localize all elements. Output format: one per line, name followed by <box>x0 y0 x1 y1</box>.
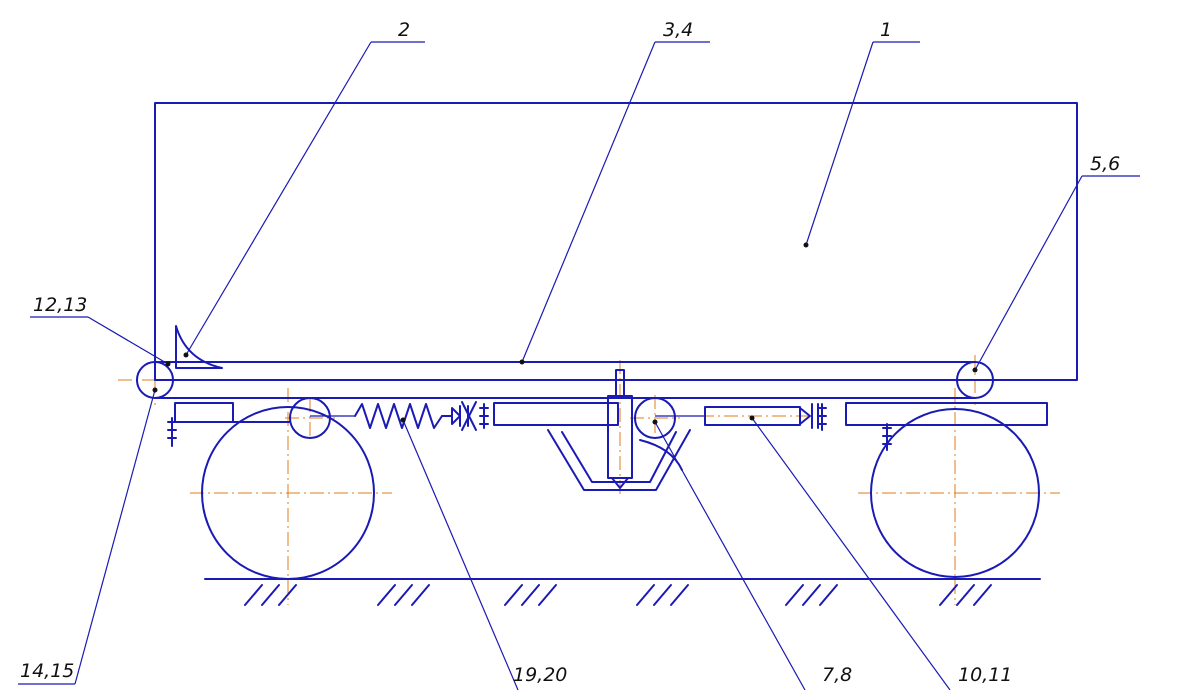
label-2: 2 <box>398 19 410 41</box>
lower-beams <box>174 402 1048 426</box>
leader-lines <box>18 41 1140 690</box>
spring <box>310 401 477 431</box>
roller-middle <box>634 397 676 439</box>
frame-rail <box>154 361 976 399</box>
label-12-13: 12,13 <box>33 294 87 316</box>
label-19-20: 19,20 <box>513 664 567 686</box>
hinge-left <box>136 361 174 399</box>
label-14-15: 14,15 <box>20 660 74 682</box>
label-1: 1 <box>880 19 892 41</box>
label-7-8: 7,8 <box>822 664 852 686</box>
hinge-right <box>956 361 994 399</box>
wheel-rear <box>870 408 1040 578</box>
cargo-body <box>154 102 1078 381</box>
center-lines <box>118 355 1060 605</box>
labels: 2 3,4 1 5,6 12,13 14,15 19,20 7,8 10,11 <box>20 19 1120 686</box>
label-10-11: 10,11 <box>958 664 1012 686</box>
label-5-6: 5,6 <box>1090 153 1120 175</box>
roller-front <box>289 397 331 439</box>
ground <box>204 578 1041 606</box>
label-3-4: 3,4 <box>663 19 693 41</box>
hydraulic-cylinder <box>547 369 691 491</box>
stop-blocks <box>167 403 892 451</box>
wedge-stop <box>175 325 223 369</box>
